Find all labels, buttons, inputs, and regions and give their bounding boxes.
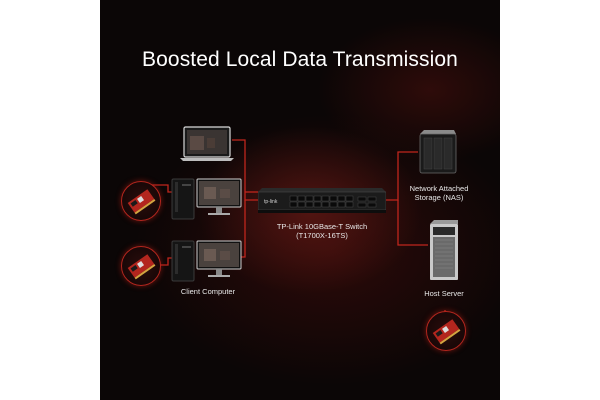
laptop-device xyxy=(180,126,234,162)
network-card-2 xyxy=(121,246,161,286)
desktop-computer-2 xyxy=(170,240,242,282)
link-laptop xyxy=(232,139,258,201)
monitor-icon xyxy=(196,178,242,215)
network-card-icon xyxy=(432,319,461,345)
network-card-icon xyxy=(127,189,156,215)
switch-model: (T1700X-16TS) xyxy=(296,231,348,240)
desktop-tower-icon xyxy=(171,240,195,282)
nas-label-line1: Network Attached xyxy=(409,184,469,193)
network-card-3 xyxy=(426,311,466,351)
network-card-1 xyxy=(121,181,161,221)
link-server xyxy=(397,200,428,246)
nas-label-line2: Storage (NAS) xyxy=(414,193,464,202)
switch-label: TP-Link 10GBase-T Switch (T1700X-16TS) xyxy=(272,222,372,240)
desktop-tower-icon xyxy=(171,178,195,220)
nas-icon xyxy=(419,130,457,174)
switch-name: TP-Link 10GBase-T Switch xyxy=(276,222,368,231)
client-computer-label: Client Computer xyxy=(180,287,236,296)
diagram-title: Boosted Local Data Transmission xyxy=(142,48,458,71)
link-nas xyxy=(385,151,418,201)
server-device xyxy=(428,220,460,282)
monitor-icon xyxy=(196,240,242,277)
server-label: Host Server xyxy=(424,289,464,298)
server-icon xyxy=(430,220,458,280)
switch-device: tp-link xyxy=(257,188,387,214)
nas-label: Network Attached Storage (NAS) xyxy=(404,184,474,202)
desktop-computer-1 xyxy=(170,178,242,220)
network-card-icon xyxy=(127,254,156,280)
diagram-canvas: Boosted Local Data Transmission xyxy=(100,0,500,400)
switch-logo: tp-link xyxy=(264,199,278,205)
switch-icon: tp-link xyxy=(257,188,387,213)
laptop-icon xyxy=(180,126,234,161)
connection-links xyxy=(143,139,446,330)
link-desktop-2 xyxy=(240,200,246,258)
nas-device xyxy=(418,130,458,174)
link-card-1 xyxy=(143,184,172,193)
